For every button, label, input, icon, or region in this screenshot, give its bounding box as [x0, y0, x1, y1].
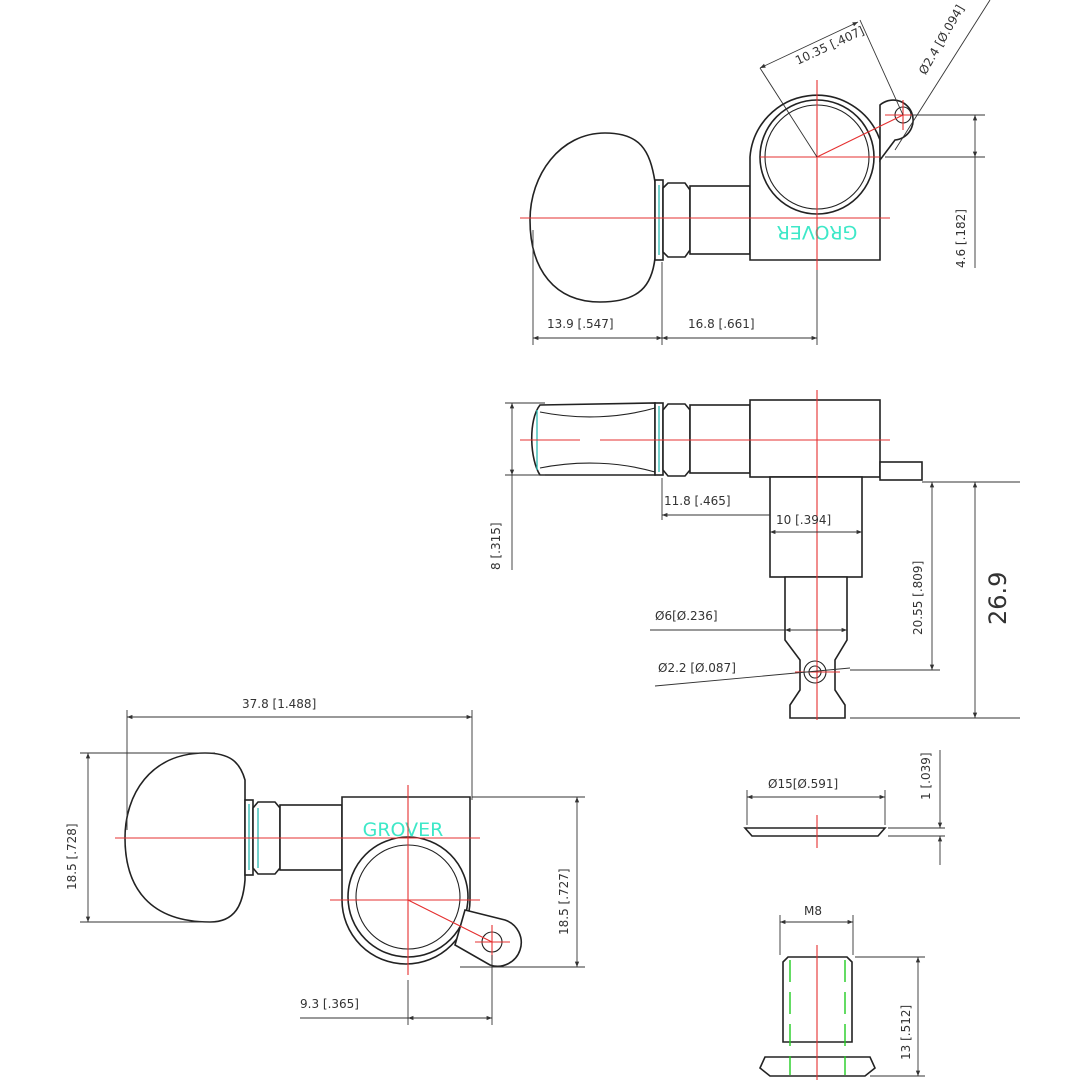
centerline: [816, 114, 904, 158]
dim-shaft-to-post: 11.8 [.465]: [664, 494, 731, 508]
dim-knob-height: 18.5 [.728]: [65, 823, 79, 890]
string-post: [784, 576, 848, 719]
dim-nut-height: 13 [.512]: [899, 1005, 913, 1060]
washer: [743, 827, 887, 837]
dimension-line: [859, 19, 904, 116]
dim-ear-offset: 9.3 [.365]: [300, 997, 359, 1011]
washer-view: Ø15[Ø.591] 1 [.039]: [743, 750, 945, 865]
shaft: [689, 185, 751, 255]
dim-hole-offset: 10.35 [.407]: [793, 24, 866, 68]
dim-ear-hole: Ø2.4 [Ø.094]: [916, 3, 967, 77]
dim-post-width: 10 [.394]: [776, 513, 831, 527]
dim-post-length: 20.55 [.809]: [911, 561, 925, 635]
ear-side: [879, 461, 923, 481]
top-view: GROVER 10.35 [.407] Ø2.4 [Ø.094] 4.6 [.1…: [520, 0, 991, 345]
dim-ear-height: 4.6 [.182]: [954, 209, 968, 268]
dim-string-post-dia: Ø6[Ø.236]: [655, 609, 718, 623]
ear-front: [454, 909, 522, 968]
dim-shaft-length: 16.8 [.661]: [688, 317, 755, 331]
dimension-line: [654, 667, 851, 687]
dimension-line: [759, 67, 818, 158]
dim-thread: M8: [804, 904, 822, 918]
dim-washer-diameter: Ø15[Ø.591]: [768, 777, 838, 791]
dim-knob-length: 13.9 [.547]: [547, 317, 614, 331]
centerline: [407, 899, 493, 943]
nut-view: M8 13 [.512]: [759, 904, 925, 1080]
dimension-line: [894, 0, 991, 151]
dim-total-height: 26.9: [984, 572, 1012, 625]
post-bushing: [769, 476, 863, 578]
dim-knob-thickness: 8 [.315]: [489, 522, 503, 570]
dim-overall-length: 37.8 [1.488]: [242, 697, 316, 711]
dim-washer-thickness: 1 [.039]: [919, 752, 933, 800]
front-view: GROVER 37.8 [1.488] 18.5 [.728] 18.5 [.7…: [65, 697, 585, 1025]
brand-logo-front: GROVER: [363, 819, 444, 841]
shaft-bushing: [662, 182, 691, 258]
knob-side: [530, 402, 656, 476]
side-view: 8 [.315] 11.8 [.465] 10 [.394] 20.55 [.8…: [489, 390, 1020, 720]
outline-shape: [689, 404, 751, 474]
outline-shape: [539, 407, 656, 473]
dim-string-hole: Ø2.2 [Ø.087]: [658, 661, 736, 675]
dimension-line: [759, 21, 859, 69]
housing-side: [749, 399, 881, 478]
dim-body-height: 18.5 [.727]: [557, 868, 571, 935]
